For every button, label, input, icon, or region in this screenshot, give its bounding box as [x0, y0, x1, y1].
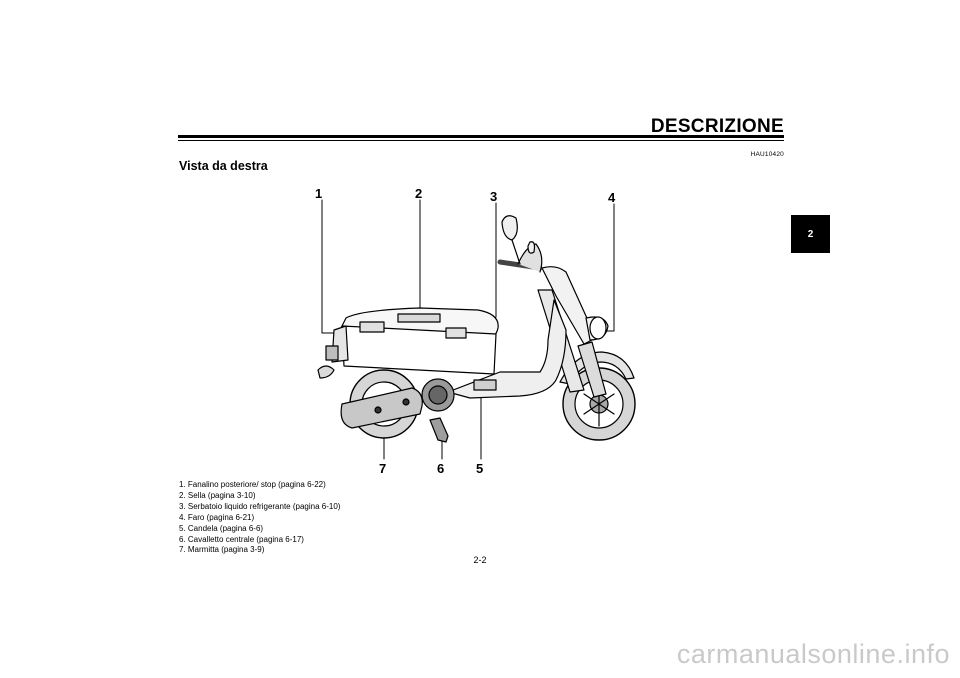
callout-1: 1 [315, 186, 323, 201]
header-rule [178, 135, 784, 138]
legend-item: 2. Sella (pagina 3-10) [179, 490, 256, 500]
legend-item: 5. Candela (pagina 6-6) [179, 523, 264, 533]
legend-item: 3. Serbatoio liquido refrigerante (pagin… [179, 501, 341, 511]
page-number: 2-2 [473, 555, 487, 565]
legend-item: 4. Faro (pagina 6-21) [179, 512, 255, 522]
callout-3: 3 [490, 189, 498, 204]
header-rule-thin [178, 140, 784, 141]
legend-item: 7. Marmitta (pagina 3-9) [179, 545, 265, 555]
legend: 1. Fanalino posteriore/ stop (pagina 6-2… [179, 480, 340, 556]
callout-4: 4 [608, 190, 616, 205]
watermark[interactable]: carmanualsonline.info [676, 639, 950, 669]
section-title: DESCRIZIONE [650, 116, 784, 137]
callout-5: 5 [476, 461, 484, 476]
callout-2: 2 [415, 186, 423, 201]
document-code: HAU10420 [750, 151, 784, 158]
legend-item: 1. Fanalino posteriore/ stop (pagina 6-2… [179, 480, 326, 489]
page-subtitle: Vista da destra [179, 159, 268, 173]
legend-item: 6. Cavalletto centrale (pagina 6-17) [179, 534, 304, 544]
callout-6: 6 [437, 461, 445, 476]
chapter-tab[interactable]: 2 [791, 215, 830, 253]
callout-7: 7 [379, 461, 387, 476]
